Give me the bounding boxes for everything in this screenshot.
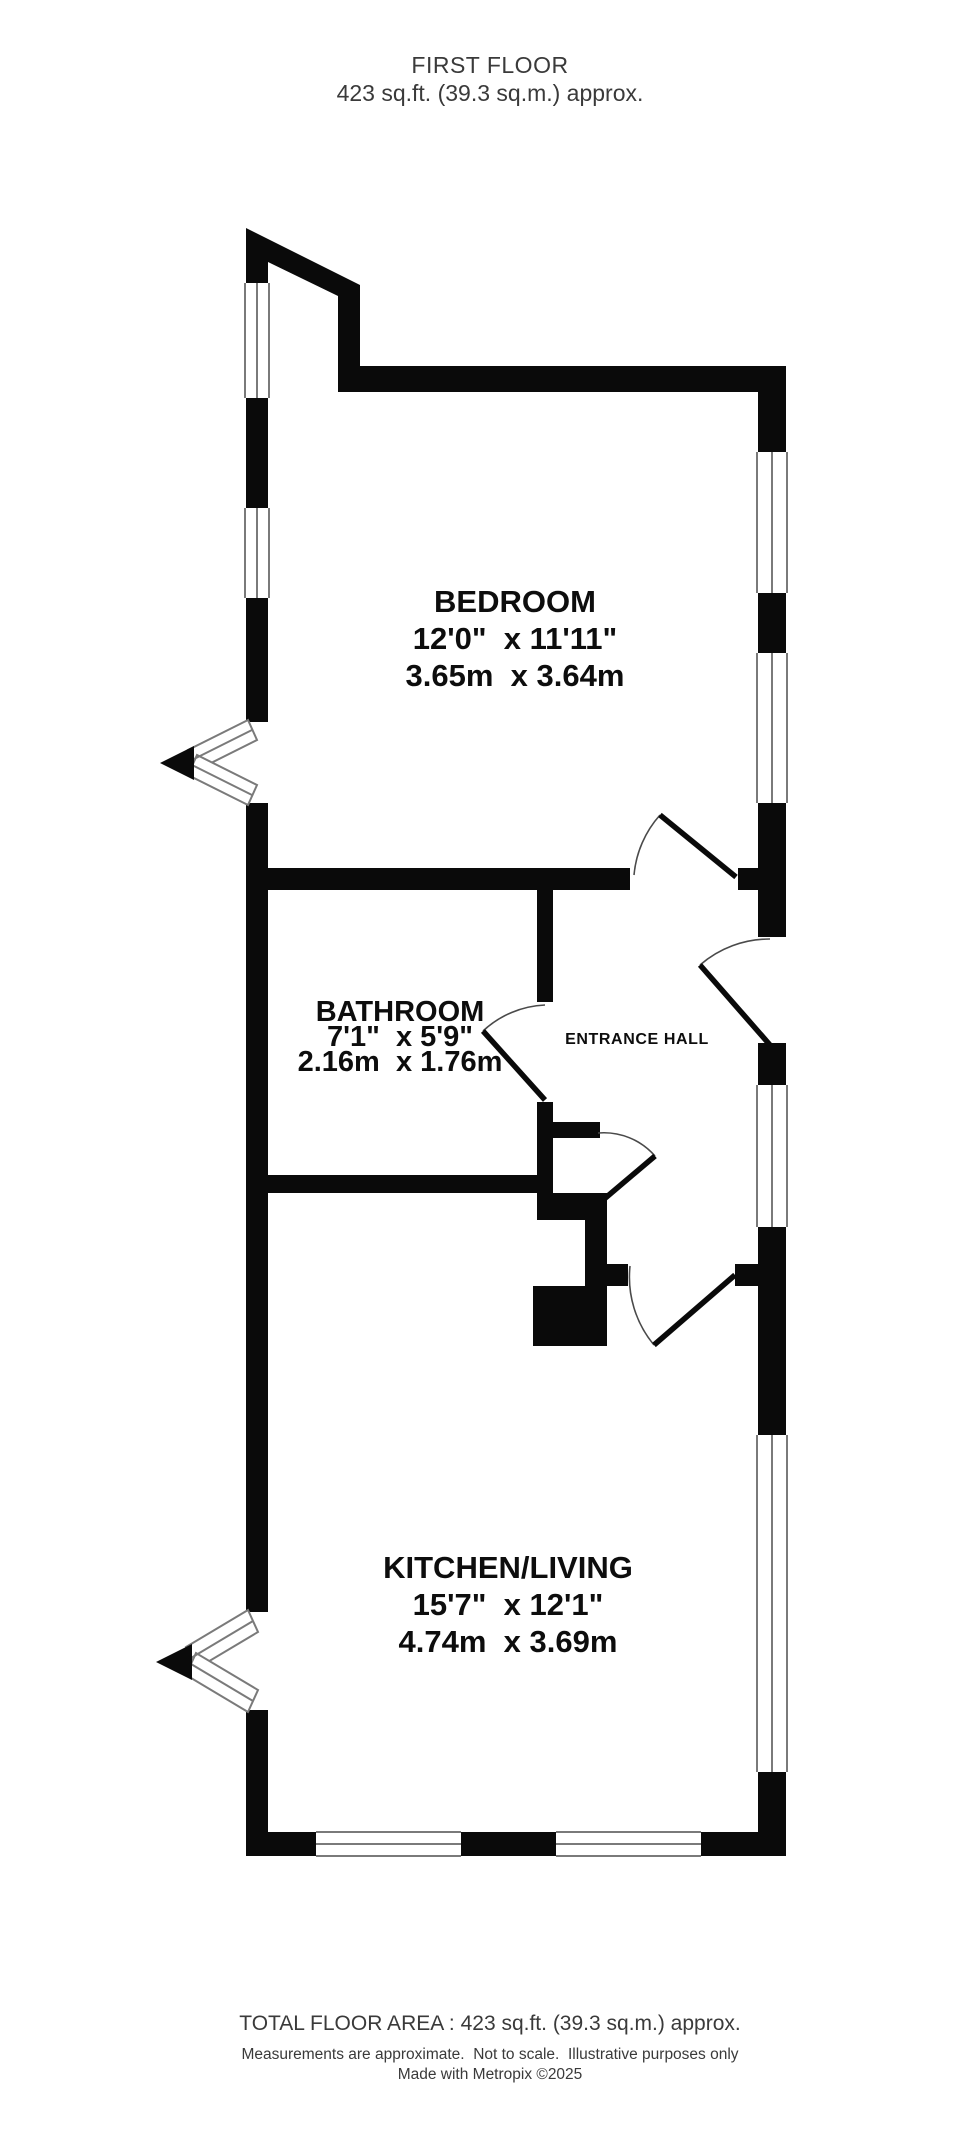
- disclaimer-text: Measurements are approximate. Not to sca…: [241, 2046, 739, 2063]
- door-front-entrance: [697, 938, 773, 1047]
- wall-top-diagonal: [246, 228, 360, 366]
- window-hall-right: [755, 1085, 789, 1227]
- wall-bedroom-top: [338, 366, 786, 392]
- total-floor-area: TOTAL FLOOR AREA : 423 sq.ft. (39.3 sq.m…: [239, 2012, 741, 2035]
- floor-title: FIRST FLOOR: [411, 52, 569, 78]
- windows: [156, 283, 789, 1859]
- bay-apex: [156, 1644, 192, 1680]
- bathroom-dims-metric: 2.16m x 1.76m: [298, 1046, 503, 1078]
- bedroom-dims-metric: 3.65m x 3.64m: [406, 658, 625, 693]
- wall-hall-cupboard: [553, 1122, 600, 1138]
- wall-bottom-seg: [461, 1832, 556, 1856]
- wall-bedroom-door-jamb: [738, 868, 758, 890]
- chimney-breast-block: [533, 1286, 607, 1346]
- wall-hall-jog-horizontal: [537, 1193, 607, 1220]
- wall-right-seg: [758, 803, 786, 937]
- wall-left-seg: [246, 1710, 268, 1856]
- bedroom-label: BEDROOM: [434, 584, 596, 619]
- wall-left-seg: [246, 398, 268, 508]
- wall-right-seg: [758, 593, 786, 653]
- credit-text: Made with Metropix ©2025: [397, 2066, 583, 2083]
- wall-bottom-seg: [246, 1832, 316, 1856]
- window-kitchen-bottom-1: [316, 1829, 461, 1859]
- window-bedroom-right-1: [755, 452, 789, 593]
- wall-left-seg: [246, 598, 268, 722]
- wall-left-seg: [246, 803, 268, 1612]
- wall-right-seg: [758, 366, 786, 452]
- wall-right-seg: [758, 1043, 786, 1085]
- kitchen-label: KITCHEN/LIVING: [383, 1550, 633, 1585]
- wall-hall-jog-vertical: [585, 1220, 607, 1264]
- window-kitchen-bottom-2: [556, 1829, 701, 1859]
- wall-bathroom-bottom: [246, 1175, 553, 1193]
- bedroom-dims-imperial: 12'0" x 11'11": [413, 621, 617, 656]
- kitchen-dims-metric: 4.74m x 3.69m: [399, 1624, 618, 1659]
- window-bedroom-right-2: [755, 653, 789, 803]
- door-bathroom: [480, 1004, 548, 1102]
- floor-area-subtitle: 423 sq.ft. (39.3 sq.m.) approx.: [336, 80, 644, 106]
- wall-bottom-seg: [701, 1832, 786, 1856]
- wall-kitchen-door-left-jamb: [585, 1264, 628, 1286]
- wall-bathroom-right-upper: [537, 890, 553, 1002]
- bathroom-dims-imperial: 7'1" x 5'9": [327, 1021, 473, 1053]
- window-bedroom-left-2: [243, 508, 271, 598]
- bay-window-bedroom: [160, 718, 259, 807]
- wall-right-seg: [758, 1227, 786, 1435]
- exterior-walls: [246, 228, 786, 1856]
- kitchen-dims-imperial: 15'7" x 12'1": [413, 1587, 604, 1622]
- doors: [480, 812, 773, 1348]
- internal-walls: [246, 868, 758, 1346]
- wall-bedroom-bathroom: [246, 868, 630, 890]
- window-bedroom-left-1: [243, 283, 271, 398]
- entrance-hall-label: ENTRANCE HALL: [565, 1031, 709, 1048]
- bathroom-label: BATHROOM: [316, 996, 485, 1028]
- room-labels: BEDROOM 12'0" x 11'11" 3.65m x 3.64m BAT…: [298, 584, 709, 1659]
- door-bedroom: [633, 812, 738, 880]
- door-hall-cupboard: [597, 1131, 657, 1203]
- bay-window-kitchen: [156, 1608, 260, 1714]
- window-kitchen-right: [755, 1435, 789, 1772]
- door-kitchen: [628, 1265, 737, 1348]
- wall-kitchen-door-hinge-jamb: [735, 1264, 758, 1286]
- bay-apex: [160, 746, 194, 780]
